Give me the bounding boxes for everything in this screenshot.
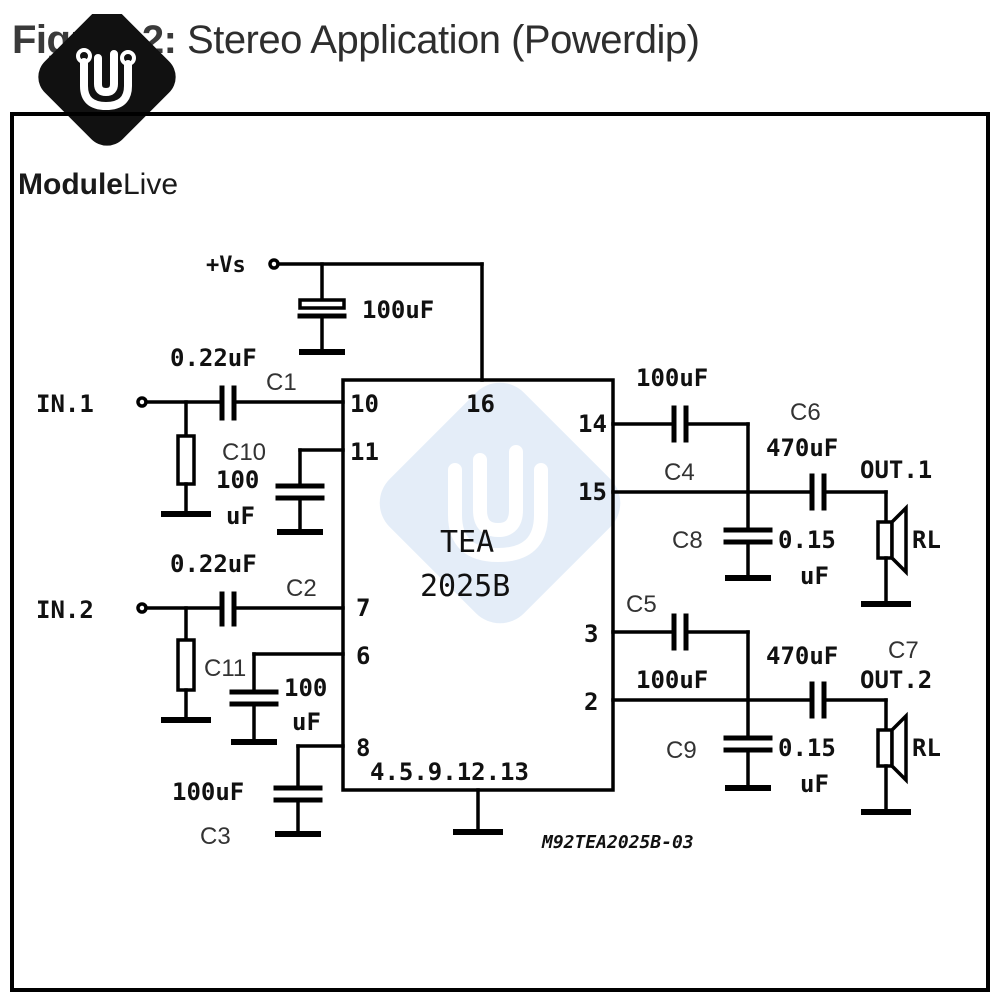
c11-name: C11 — [204, 655, 246, 682]
pin-15: 15 — [578, 478, 607, 506]
pin-14: 14 — [578, 410, 607, 438]
pin-7: 7 — [356, 594, 370, 622]
drawing-code: M92TEA2025B-03 — [541, 832, 694, 853]
c10-value-a: 100 — [216, 466, 259, 494]
ic-name-line2: 2025B — [420, 569, 510, 604]
c3-name: C3 — [200, 823, 231, 850]
out2-label: OUT.2 — [860, 666, 932, 694]
c3-value: 100uF — [172, 778, 244, 806]
pin-3: 3 — [584, 620, 598, 648]
schematic-frame — [10, 112, 990, 992]
pin-11: 11 — [350, 438, 379, 466]
pin-16: 16 — [466, 390, 495, 418]
pin-ground: 4.5.9.12.13 — [370, 758, 529, 786]
c11-value-b: uF — [292, 708, 321, 736]
c9-name: C9 — [666, 737, 697, 764]
supply-label: +Vs — [206, 253, 246, 278]
supply-node — [268, 258, 280, 270]
out1-label: OUT.1 — [860, 456, 932, 484]
c11-value-a: 100 — [284, 674, 327, 702]
c10-name: C10 — [222, 439, 266, 466]
c8-value-b: uF — [800, 562, 829, 590]
c2-value: 0.22uF — [170, 550, 257, 578]
pin-8: 8 — [356, 734, 370, 762]
watermark-icon — [379, 382, 621, 624]
brand-name: ModuleLive — [18, 168, 178, 202]
c7-value: 470uF — [766, 642, 838, 670]
c8-value-a: 0.15 — [778, 526, 836, 554]
ic-body — [341, 378, 615, 792]
brand-bold: Module — [18, 168, 123, 201]
rl1-label: RL — [912, 526, 941, 554]
c5-name: C5 — [626, 591, 657, 618]
ic-name-line1: TEA — [440, 525, 494, 560]
c10-value-b: uF — [226, 502, 255, 530]
pin-2: 2 — [584, 688, 598, 716]
in1-label: IN.1 — [36, 390, 94, 418]
brand-light: Live — [123, 168, 179, 201]
figure-caption: Stereo Application (Powerdip) — [176, 18, 700, 62]
rl2-label: RL — [912, 734, 941, 762]
c4-name: C4 — [664, 459, 695, 486]
c2-name: C2 — [286, 575, 317, 602]
supply-cap-value: 100uF — [362, 296, 434, 324]
c1-value: 0.22uF — [170, 344, 257, 372]
pin-10: 10 — [350, 390, 379, 418]
c6-name: C6 — [790, 399, 821, 426]
pin-6: 6 — [356, 642, 370, 670]
c4-value: 100uF — [636, 364, 708, 392]
c1-name: C1 — [266, 369, 297, 396]
in2-label: IN.2 — [36, 596, 94, 624]
c8-name: C8 — [672, 527, 703, 554]
c9-value-a: 0.15 — [778, 734, 836, 762]
c5-value: 100uF — [636, 666, 708, 694]
c6-value: 470uF — [766, 434, 838, 462]
c9-value-b: uF — [800, 770, 829, 798]
modulelive-logo-icon — [38, 14, 176, 146]
c7-name: C7 — [888, 637, 919, 664]
